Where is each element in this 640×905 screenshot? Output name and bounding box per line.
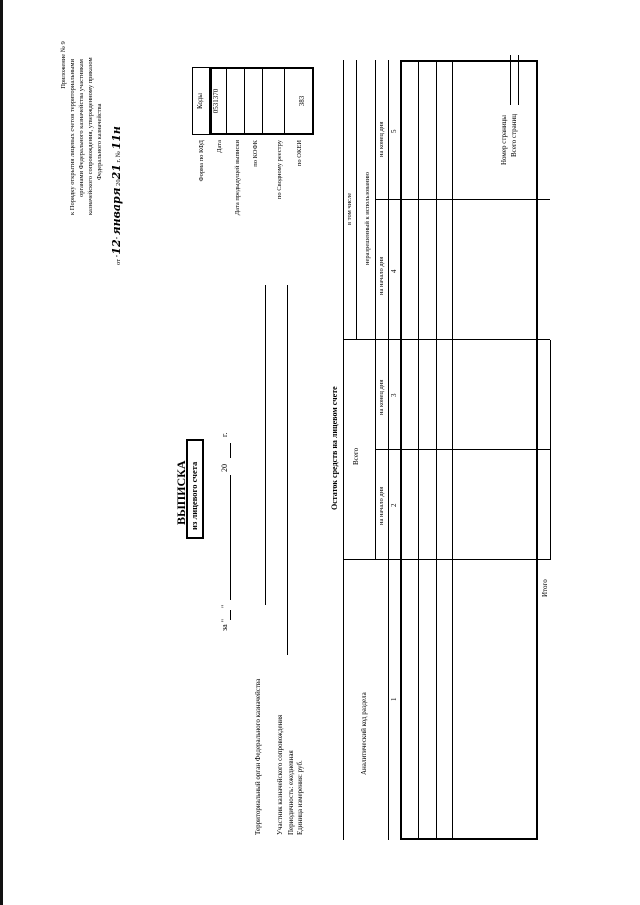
appendix-line-1: Приложение № 9: [60, 41, 67, 89]
participant-label: Участник казначейского сопровождения: [276, 714, 284, 835]
za-label: за ": [220, 619, 229, 631]
total-pages-line: [510, 55, 511, 105]
unit-label: Единица измерения: руб.: [296, 760, 304, 835]
appendix-line-5: Федерального казначейства: [96, 103, 103, 180]
form-okud-label: Форма по КФД: [198, 140, 205, 182]
total-row-bottom: [550, 340, 551, 560]
code-okud: 0531370: [212, 88, 220, 114]
registry-label: по Сводному реестру: [276, 140, 283, 200]
page-number-label: Номер страницы: [500, 114, 508, 165]
appendix-line-4: казначейского сопровождения, утвержденно…: [87, 57, 94, 215]
date-century: 20: [115, 179, 122, 186]
col-code-header: Аналитический код раздела: [360, 692, 368, 775]
date-day: 12: [110, 239, 123, 255]
col-num-4: 4: [390, 269, 398, 274]
hline-numbers-top: [388, 60, 389, 840]
codes-divider-2: [244, 67, 245, 135]
page-number-line: [518, 55, 519, 105]
hline-including: [356, 60, 357, 340]
year-suffix: г.: [220, 432, 229, 437]
date-suffix: г. №: [115, 151, 122, 165]
col-num-2: 2: [390, 503, 398, 508]
appendix-line-2: к Порядку открытия лицевых счетов террит…: [69, 59, 76, 215]
territorial-body-label: Территориальный орган Федерального казна…: [254, 678, 262, 835]
table-caption: Остаток средств на лицевом счете: [330, 386, 339, 510]
table-data-body: [400, 60, 538, 840]
col-num-1: 1: [390, 697, 398, 702]
total-pages-label: Всего страниц: [510, 113, 518, 157]
date-label: Дата: [216, 140, 223, 153]
quote-label: ": [220, 604, 229, 608]
col-unused-header: неразрешенный к использованию: [364, 172, 371, 265]
prev-date-label: Дата предыдущей выписки: [234, 140, 241, 216]
col-start-unused: на начало дня: [378, 256, 385, 295]
codes-divider-3: [262, 67, 263, 135]
year-underline: [230, 443, 231, 458]
data-row-line-2: [436, 60, 437, 840]
date-month: января: [110, 187, 123, 236]
data-row-line-3: [452, 60, 453, 840]
kofk-label: по КОФК: [252, 140, 259, 167]
code-okei: 383: [298, 95, 306, 107]
col-total-header: Всего: [352, 447, 360, 465]
col-start-total: на начало дня: [378, 486, 385, 525]
hline-subheaders: [375, 60, 376, 560]
date-year: 21: [110, 164, 123, 180]
col-num-5: 5: [390, 129, 398, 134]
okei-label: по ОКЕИ: [296, 140, 303, 167]
document-subtitle: из лицевого счета: [189, 461, 199, 530]
appendix-line-3: органами Федерального казначейства участ…: [78, 59, 85, 197]
month-underline: [230, 475, 231, 600]
codes-divider-4: [284, 67, 285, 135]
participant-line: [287, 285, 288, 655]
scan-edge: [0, 0, 3, 905]
territorial-body-line: [265, 285, 266, 605]
data-row-line-1: [418, 60, 419, 840]
col-including-header: в том числе: [346, 192, 353, 225]
date-mid: ": [115, 236, 122, 240]
col-end-unused: на конец дня: [378, 121, 385, 157]
codes-divider-1: [226, 67, 227, 135]
appendix-date-line: от "12" января 2021 г. № 11н: [110, 126, 123, 265]
col-num-3: 3: [390, 393, 398, 398]
order-number: 11н: [110, 126, 123, 150]
total-label: Итого: [541, 579, 549, 597]
periodicity-label: Периодичность: ежедневная: [287, 750, 295, 835]
day-underline: [230, 610, 231, 620]
date-prefix: от ": [115, 254, 122, 265]
table-top-line: [343, 60, 344, 840]
century-label: 20: [220, 464, 229, 472]
col-end-total: на конец дня: [378, 379, 385, 415]
codes-header: Коды: [196, 93, 204, 109]
